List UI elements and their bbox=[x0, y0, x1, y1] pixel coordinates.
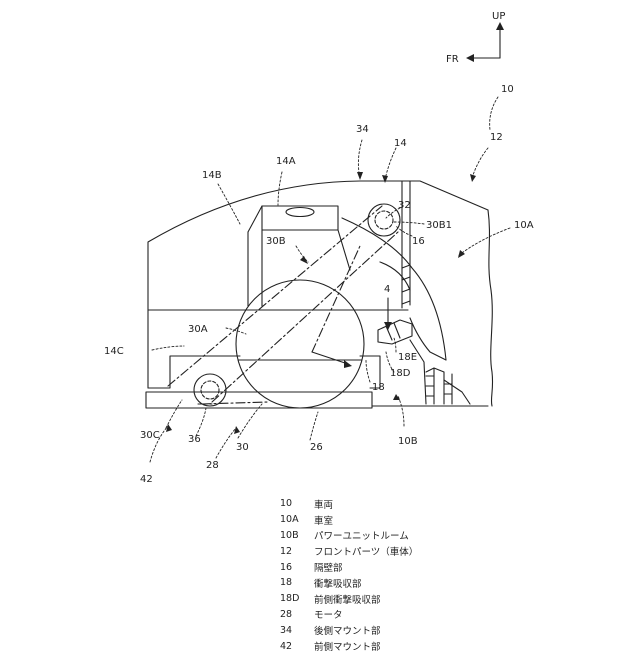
legend-name: 後側マウント部 bbox=[314, 623, 518, 637]
motor-outline bbox=[236, 280, 364, 408]
legend-ref: 10 bbox=[258, 498, 314, 509]
rear-mount-bushing bbox=[375, 211, 393, 229]
label-18e: 18E bbox=[398, 352, 417, 363]
label-30a: 30A bbox=[188, 324, 208, 335]
rear-mount-outline bbox=[368, 204, 400, 236]
label-10b: 10B bbox=[398, 436, 418, 447]
label-30: 30 bbox=[236, 442, 249, 453]
legend-name: 前側衝撃吸収部 bbox=[314, 592, 518, 606]
leader-10b-arrowhead-icon bbox=[393, 394, 400, 400]
label-10a: 10A bbox=[514, 220, 534, 231]
label-4: 4 bbox=[384, 284, 390, 295]
label-26: 26 bbox=[310, 442, 323, 453]
label-16: 16 bbox=[412, 236, 425, 247]
rear-panel-outline bbox=[410, 181, 488, 210]
label-30b: 30B bbox=[266, 236, 286, 247]
legend-name: 衝撃吸収部 bbox=[314, 576, 518, 590]
rear-panel-edge bbox=[488, 210, 493, 406]
leader-14-arrowhead-icon bbox=[382, 175, 388, 183]
arm-30b-tail bbox=[312, 352, 348, 364]
label-30c: 30C bbox=[140, 430, 160, 441]
front-arrowhead-icon bbox=[466, 54, 474, 62]
housing-lower-step bbox=[148, 356, 240, 388]
leader-34-arrowhead-icon bbox=[357, 172, 363, 180]
legend-name: モータ bbox=[314, 607, 518, 621]
label-36: 36 bbox=[188, 434, 201, 445]
legend-name: 車両 bbox=[314, 497, 518, 511]
up-arrowhead-icon bbox=[496, 22, 504, 30]
legend-row: 28モータ bbox=[258, 607, 518, 623]
label-12: 12 bbox=[490, 132, 503, 143]
label-42: 42 bbox=[140, 474, 153, 485]
label-14a: 14A bbox=[276, 156, 296, 167]
label-14c: 14C bbox=[104, 346, 124, 357]
legend-ref: 28 bbox=[258, 609, 314, 620]
front-mount-outline bbox=[194, 374, 226, 406]
reference-legend: 10車両 10A車室 10Bパワーユニットルーム 12フロントパーツ（車体） 1… bbox=[258, 496, 518, 654]
legend-ref: 18D bbox=[258, 593, 314, 604]
component-14a-hole bbox=[286, 208, 314, 217]
leader-12-arrowhead-icon bbox=[470, 174, 476, 182]
legend-row: 18衝撃吸収部 bbox=[258, 575, 518, 591]
legend-name: 車室 bbox=[314, 513, 518, 527]
arrow-4-head-icon bbox=[384, 322, 392, 330]
legend-row: 18D前側衝撃吸収部 bbox=[258, 591, 518, 607]
leader-lines bbox=[150, 97, 510, 462]
legend-ref: 10A bbox=[258, 514, 314, 525]
legend-row: 16隔壁部 bbox=[258, 559, 518, 575]
legend-row: 42前側マウント部 bbox=[258, 638, 518, 654]
component-14b-edge bbox=[248, 206, 262, 232]
label-10: 10 bbox=[501, 84, 514, 95]
label-14: 14 bbox=[394, 138, 407, 149]
legend-ref: 34 bbox=[258, 625, 314, 636]
axis-up-label: UP bbox=[492, 11, 505, 22]
legend-row: 34後側マウント部 bbox=[258, 622, 518, 638]
label-32: 32 bbox=[398, 200, 411, 211]
legend-ref: 16 bbox=[258, 562, 314, 573]
legend-ref: 12 bbox=[258, 546, 314, 557]
label-14b: 14B bbox=[202, 170, 222, 181]
legend-row: 10車両 bbox=[258, 496, 518, 512]
label-18: 18 bbox=[372, 382, 385, 393]
legend-row: 10A車室 bbox=[258, 512, 518, 528]
legend-ref: 10B bbox=[258, 530, 314, 541]
direction-indicator bbox=[466, 22, 504, 62]
label-28: 28 bbox=[206, 460, 219, 471]
front-mount-bushing bbox=[201, 381, 219, 399]
leader-30b-arrowhead-icon bbox=[300, 256, 308, 264]
axis-front-label: FR bbox=[446, 54, 459, 65]
legend-name: パワーユニットルーム bbox=[314, 528, 518, 542]
legend-name: フロントパーツ（車体） bbox=[314, 544, 518, 558]
shock-absorber bbox=[378, 320, 470, 404]
legend-row: 12フロントパーツ（車体） bbox=[258, 543, 518, 559]
legend-name: 隔壁部 bbox=[314, 560, 518, 574]
label-34: 34 bbox=[356, 124, 369, 135]
leader-42-arrowhead-icon bbox=[166, 424, 172, 432]
label-18d: 18D bbox=[390, 368, 411, 379]
leader-10a-arrowhead-icon bbox=[458, 250, 465, 258]
arm-30b-arrowhead-icon bbox=[344, 360, 352, 368]
legend-row: 10Bパワーユニットルーム bbox=[258, 528, 518, 544]
legend-ref: 42 bbox=[258, 641, 314, 652]
legend-ref: 18 bbox=[258, 577, 314, 588]
legend-name: 前側マウント部 bbox=[314, 639, 518, 653]
label-30b1: 30B1 bbox=[426, 220, 452, 231]
